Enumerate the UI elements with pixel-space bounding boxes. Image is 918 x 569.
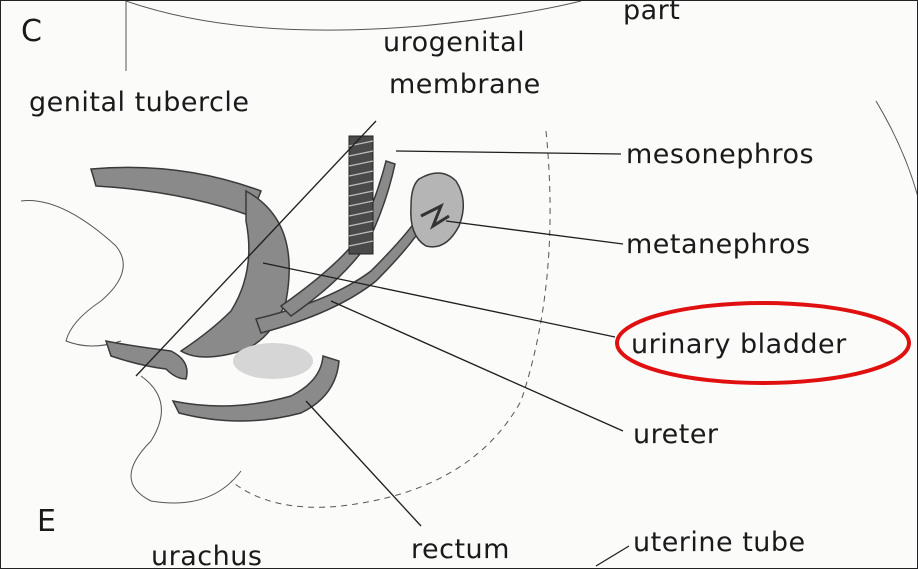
leader-metanephros (446, 221, 623, 244)
mesonephros-shape (349, 136, 373, 254)
label-mesonephros: mesonephros (626, 139, 814, 170)
label-metanephros: metanephros (626, 229, 811, 260)
urinary-bladder-shape (181, 191, 289, 357)
label-ureter: ureter (633, 419, 719, 450)
label-membrane: membrane (389, 69, 541, 100)
label-urachus: urachus (151, 541, 262, 569)
genital-tubercle-shape (106, 341, 187, 379)
panel-label-c: C (21, 14, 42, 49)
right-edge-arc (876, 101, 918, 201)
leader-uterine-tube (596, 546, 629, 566)
metanephros-shape (411, 173, 464, 247)
embryo-upper-arc (126, 1, 581, 30)
label-part: part (623, 1, 680, 26)
panel-label-e: E (37, 504, 56, 539)
label-uterine-tube: uterine tube (633, 527, 806, 558)
label-genital-tubercle: genital tubercle (29, 87, 250, 118)
label-rectum: rectum (411, 534, 510, 565)
cloaca-shading (233, 343, 313, 379)
leader-mesonephros (396, 151, 621, 154)
label-urinary-bladder: urinary bladder (631, 329, 847, 360)
leader-ureter (331, 301, 623, 431)
embryo-lower-outline (131, 376, 241, 503)
embryo-body-outline (21, 201, 123, 346)
urachus-shape (91, 167, 261, 216)
label-urogenital: urogenital (383, 27, 525, 58)
